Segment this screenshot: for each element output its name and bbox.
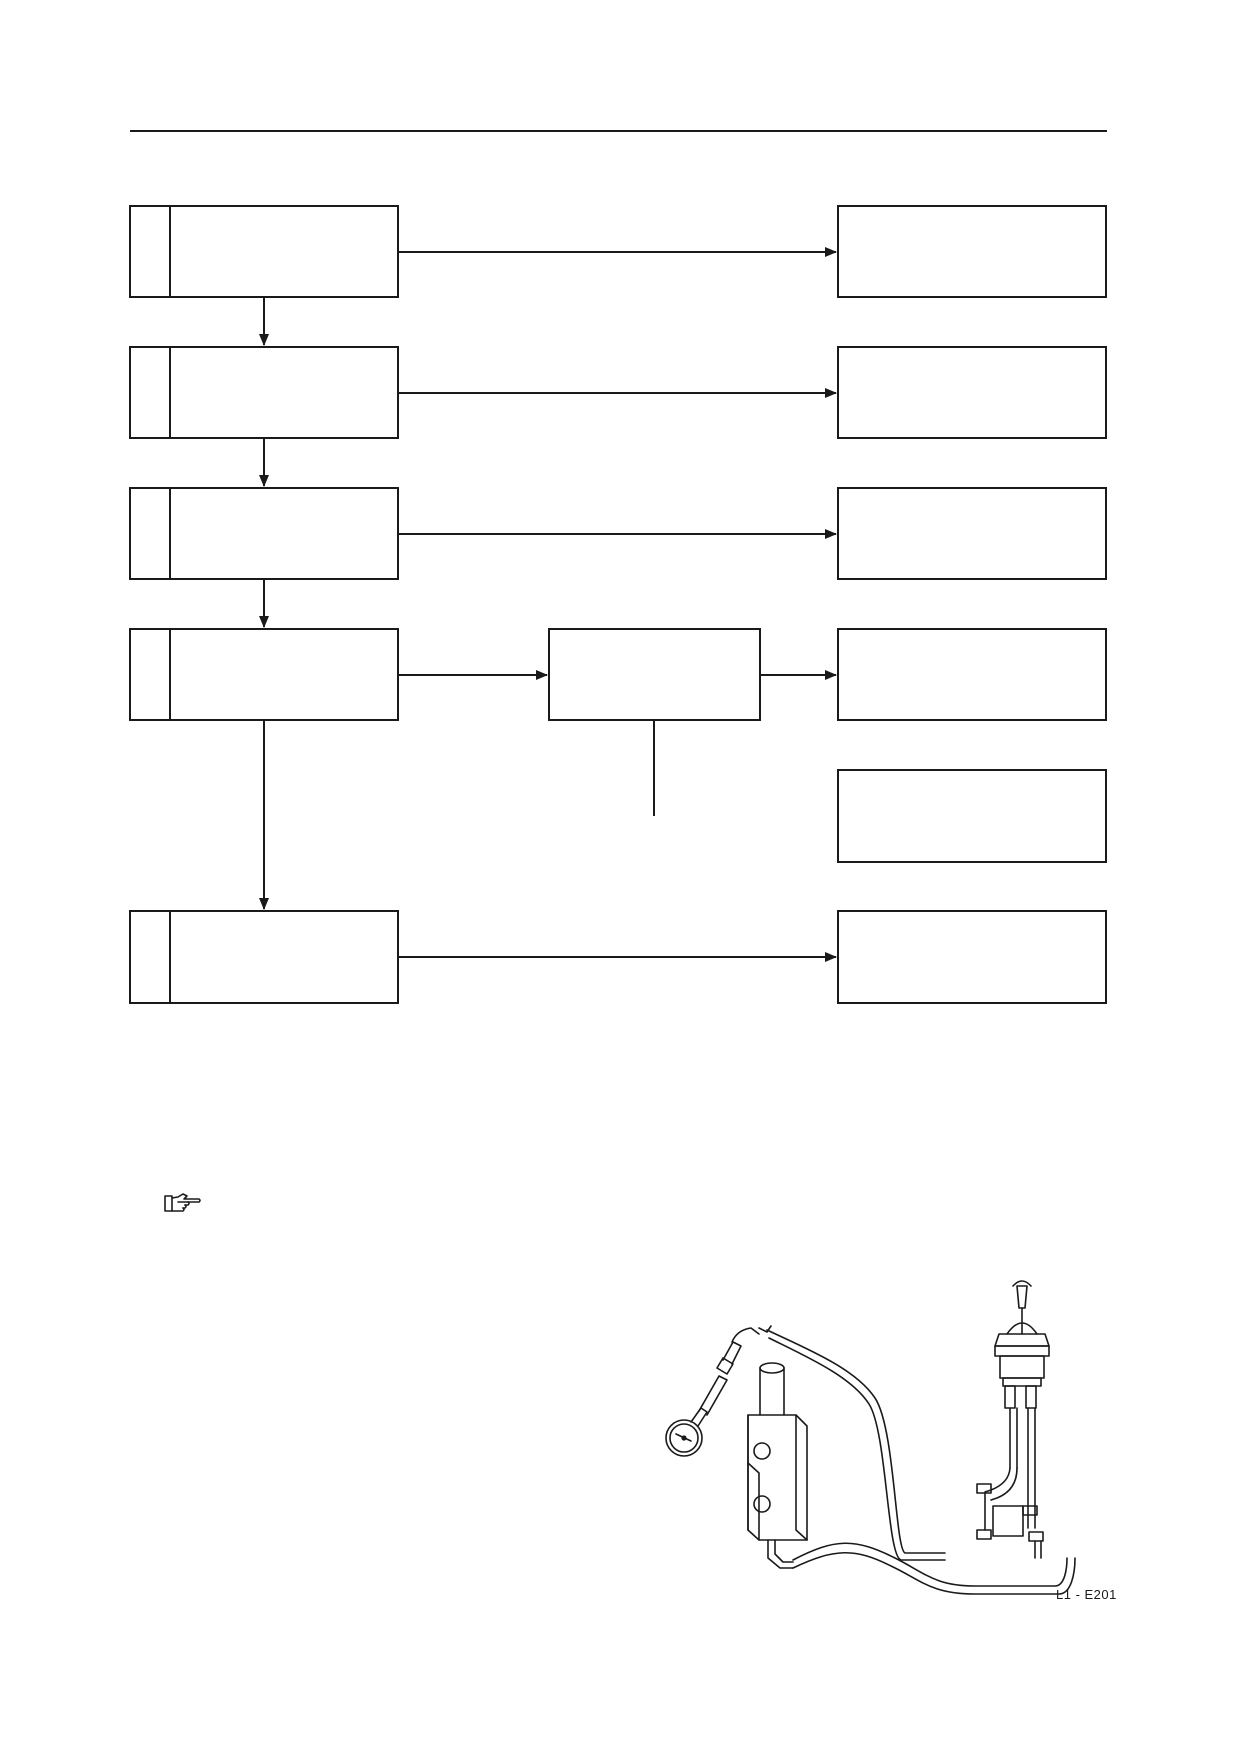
joystick-control-icon	[976, 1280, 1050, 1559]
pressure-gauge-valve-illustration	[665, 1280, 1076, 1595]
result-box-3	[837, 487, 1107, 580]
step-box-2	[129, 346, 399, 439]
figure-caption: L1 - E201	[1056, 1587, 1117, 1602]
step-box-5	[129, 910, 399, 1004]
step-box-3	[129, 487, 399, 580]
pointing-hand-icon	[164, 1193, 201, 1212]
result-box-4	[837, 628, 1107, 721]
header-rule	[130, 130, 1107, 132]
pressure-gauge-icon	[665, 1327, 760, 1457]
middle-box	[548, 628, 761, 721]
result-box-6	[837, 910, 1107, 1004]
flowchart	[129, 205, 1107, 1004]
result-box-2	[837, 346, 1107, 439]
result-box-1	[837, 205, 1107, 298]
step-box-1	[129, 205, 399, 298]
result-box-5	[837, 769, 1107, 863]
step-box-4	[129, 628, 399, 721]
valve-body-icon	[747, 1362, 808, 1569]
